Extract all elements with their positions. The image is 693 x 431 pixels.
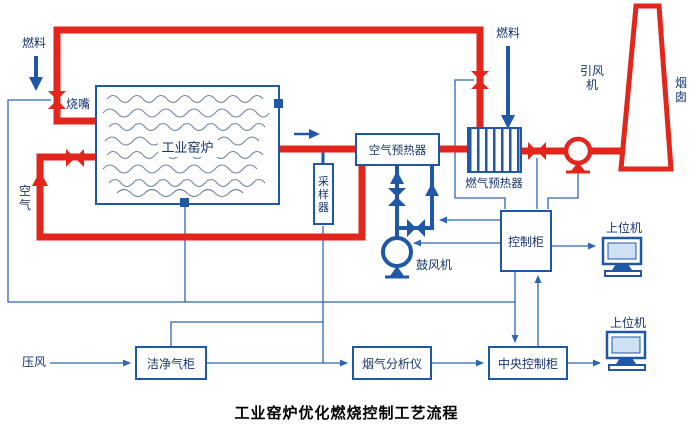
fuel-valve-icon (48, 91, 66, 109)
induced-draft-fan-icon (563, 136, 593, 174)
bypass-valve-icon (407, 219, 425, 237)
flue-gas-analyzer-label: 烟气分析仪 (361, 356, 422, 371)
hot-fuel-valve-icon (471, 71, 489, 89)
chimney-icon (618, 3, 674, 172)
air-label: 空气 (18, 184, 31, 212)
gas-preheater-box (467, 127, 522, 173)
induced-fan-label: 引风机 (579, 64, 604, 92)
blower-valve-icon (388, 188, 406, 206)
kiln-bottom-tap-icon (180, 198, 189, 207)
red-pipes (36, 26, 634, 241)
control-cabinet-label: 控制柜 (507, 234, 544, 249)
sampler-box: 采样器 (313, 163, 334, 225)
fuel-left-label: 燃料 (22, 36, 47, 50)
kiln-label: 工业窑炉 (157, 135, 218, 157)
flue-valve-icon (528, 142, 546, 160)
blue-flow-arrows (29, 77, 515, 196)
compressed-air-label: 压风 (22, 355, 47, 369)
host-computer-top-label: 上位机 (605, 221, 642, 235)
diagram-title: 工业窑炉优化燃烧控制工艺流程 (234, 404, 459, 422)
host-computer-bottom-label: 上位机 (609, 316, 646, 330)
host-computer-top-icon (601, 236, 643, 277)
chimney-label: 烟囱 (674, 76, 687, 104)
burner-label: 烧嘴 (66, 97, 91, 111)
flue-gas-analyzer-box: 烟气分析仪 (352, 346, 432, 380)
air-preheater-box: 空气预热器 (355, 133, 440, 166)
signal-lines (7, 79, 601, 367)
control-cabinet-box: 控制柜 (500, 210, 552, 272)
clean-gas-cabinet-label: 洁净气柜 (146, 356, 195, 371)
kiln-sensor-port-icon (274, 99, 283, 108)
blower-label: 鼓风机 (416, 258, 453, 272)
central-control-cabinet-label: 中央控制柜 (497, 356, 558, 371)
air-preheater-label: 空气预热器 (368, 142, 427, 157)
clean-gas-cabinet-box: 洁净气柜 (135, 346, 207, 380)
air-valve-icon (66, 149, 84, 167)
host-computer-bottom-icon (605, 330, 647, 371)
gas-preheater-label: 燃气预热器 (465, 176, 523, 190)
kiln-box: 工业窑炉 (95, 85, 280, 205)
fuel-right-label: 燃料 (496, 26, 521, 40)
sampler-label: 采样器 (318, 174, 329, 214)
air-flow-arrow (32, 171, 48, 186)
blower-fan-icon (381, 236, 413, 279)
central-control-cabinet-box: 中央控制柜 (488, 346, 568, 380)
